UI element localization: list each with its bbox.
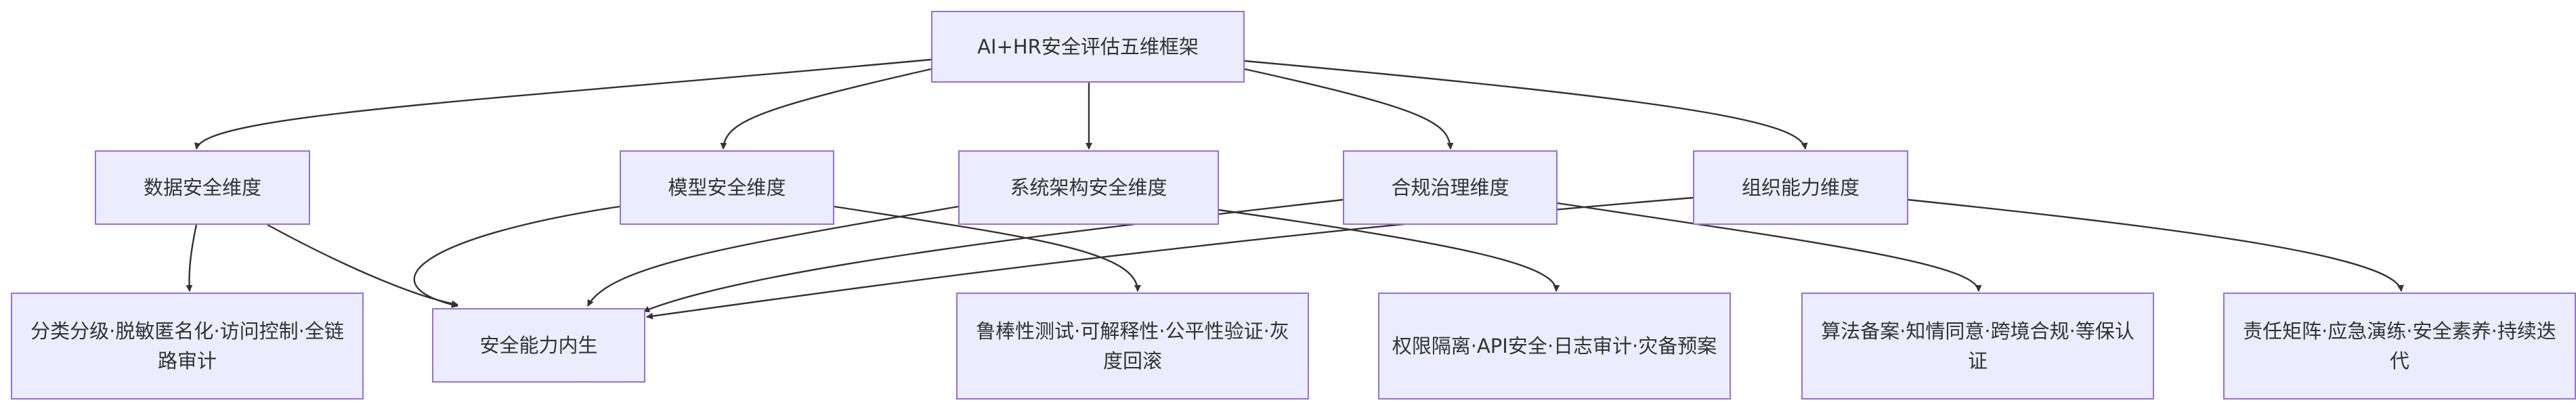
organization-label: 组织能力维度 bbox=[1741, 176, 1860, 199]
organization-detail-node: 责任矩阵·应急演练·安全素养·持续迭代 bbox=[2223, 293, 2576, 400]
model-detail-label: 鲁棒性测试·可解释性·公平性验证·灰度回滚 bbox=[976, 320, 1289, 372]
system-detail-label: 权限隔离·API安全·日志审计·灾备预案 bbox=[1392, 335, 1717, 358]
data-detail-label: 分类分级·脱敏匿名化·访问控制·全链路审计 bbox=[30, 320, 344, 372]
compliance-detail-label: 算法备案·知情同意·跨境合规·等保认证 bbox=[1821, 320, 2134, 372]
root-node: AI+HR安全评估五维框架 bbox=[931, 11, 1245, 83]
compliance-node: 合规治理维度 bbox=[1343, 150, 1558, 225]
data-detail-node: 分类分级·脱敏匿名化·访问控制·全链路审计 bbox=[11, 293, 364, 400]
edge-system-detail bbox=[1218, 209, 1560, 292]
edge-root-organization bbox=[1244, 60, 1808, 150]
edge-root-compliance bbox=[1244, 68, 1454, 150]
organization-detail-label: 责任矩阵·应急演练·安全素养·持续迭代 bbox=[2243, 320, 2556, 372]
edge-root-model bbox=[720, 68, 932, 150]
built-in-node: 安全能力内生 bbox=[432, 308, 645, 383]
edge-system-builtin bbox=[586, 205, 959, 307]
model-detail-node: 鲁棒性测试·可解释性·公平性验证·灰度回滚 bbox=[956, 293, 1309, 400]
data-security-node: 数据安全维度 bbox=[95, 150, 310, 225]
system-security-node: 系统架构安全维度 bbox=[958, 150, 1219, 225]
compliance-detail-node: 算法备案·知情同意·跨境合规·等保认证 bbox=[1801, 293, 2154, 400]
built-in-label: 安全能力内生 bbox=[479, 334, 598, 357]
compliance-label: 合规治理维度 bbox=[1391, 176, 1509, 199]
edge-root-data bbox=[194, 58, 932, 150]
model-security-label: 模型安全维度 bbox=[668, 176, 786, 199]
edge-org-detail bbox=[1908, 198, 2404, 292]
edge-data-detail bbox=[186, 224, 198, 292]
data-security-label: 数据安全维度 bbox=[143, 176, 261, 199]
system-security-label: 系统架构安全维度 bbox=[1010, 176, 1167, 199]
organization-node: 组织能力维度 bbox=[1693, 150, 1908, 225]
system-detail-node: 权限隔离·API安全·日志审计·灾备预案 bbox=[1378, 293, 1731, 400]
model-security-node: 模型安全维度 bbox=[620, 150, 834, 225]
root-label: AI+HR安全评估五维框架 bbox=[977, 35, 1199, 58]
edge-model-builtin bbox=[413, 205, 620, 308]
edge-model-detail bbox=[834, 205, 1141, 292]
edge-compliance-detail bbox=[1557, 202, 1982, 292]
